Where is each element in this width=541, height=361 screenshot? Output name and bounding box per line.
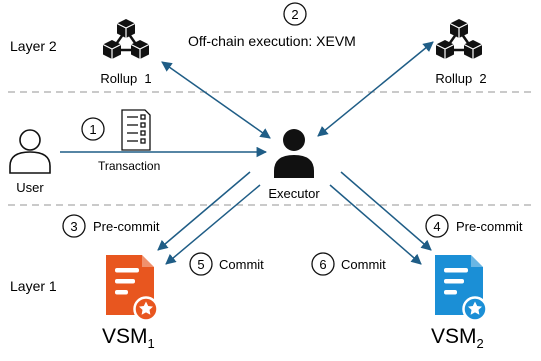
step-3-badge (62, 214, 86, 238)
step-6-label: Commit (341, 257, 386, 272)
executor-label: Executor (268, 186, 320, 201)
layer1-label: Layer 1 (10, 278, 57, 294)
step-1-badge (81, 117, 105, 141)
step-2-label: Off-chain execution: XEVM (188, 33, 356, 49)
layer2-label: Layer 2 (10, 38, 57, 54)
blockchain-icon (103, 19, 149, 59)
rollup1-label: Rollup 1 (100, 71, 151, 86)
transaction-list-icon (121, 109, 151, 151)
step-4-number: 4 (433, 219, 440, 234)
arrow-precommit-right (340, 171, 432, 251)
user-icon (9, 129, 51, 174)
arrow-rollup1-executor (161, 61, 271, 139)
executor-person-icon (274, 129, 314, 178)
blockchain-icon (436, 19, 482, 59)
arrow-rollup2-executor (317, 41, 434, 137)
arrow-precommit-left (157, 171, 251, 251)
vsm2-label: VSM2 (431, 325, 484, 351)
step-4-badge (425, 214, 449, 238)
step-5-label: Commit (219, 257, 264, 272)
arrow-commit-right (329, 184, 422, 265)
arrows (60, 41, 434, 265)
step-2-number: 2 (291, 7, 298, 22)
step-4-label: Pre-commit (456, 219, 523, 234)
step-3-number: 3 (70, 219, 77, 234)
vsm1-label: VSM1 (102, 325, 155, 351)
transaction-label: Transaction (98, 159, 160, 173)
document-star-icon (433, 253, 488, 322)
document-star-icon (104, 253, 159, 322)
step-6-badge (311, 252, 335, 276)
rollup2-label: Rollup 2 (435, 71, 486, 86)
step-6-number: 6 (319, 257, 326, 272)
user-label: User (16, 180, 44, 195)
arrow-commit-left (165, 184, 261, 265)
step-2-badge (283, 2, 307, 26)
step-5-badge (189, 252, 213, 276)
step-3-label: Pre-commit (93, 219, 160, 234)
step-5-number: 5 (197, 257, 204, 272)
step-1-number: 1 (89, 122, 96, 137)
